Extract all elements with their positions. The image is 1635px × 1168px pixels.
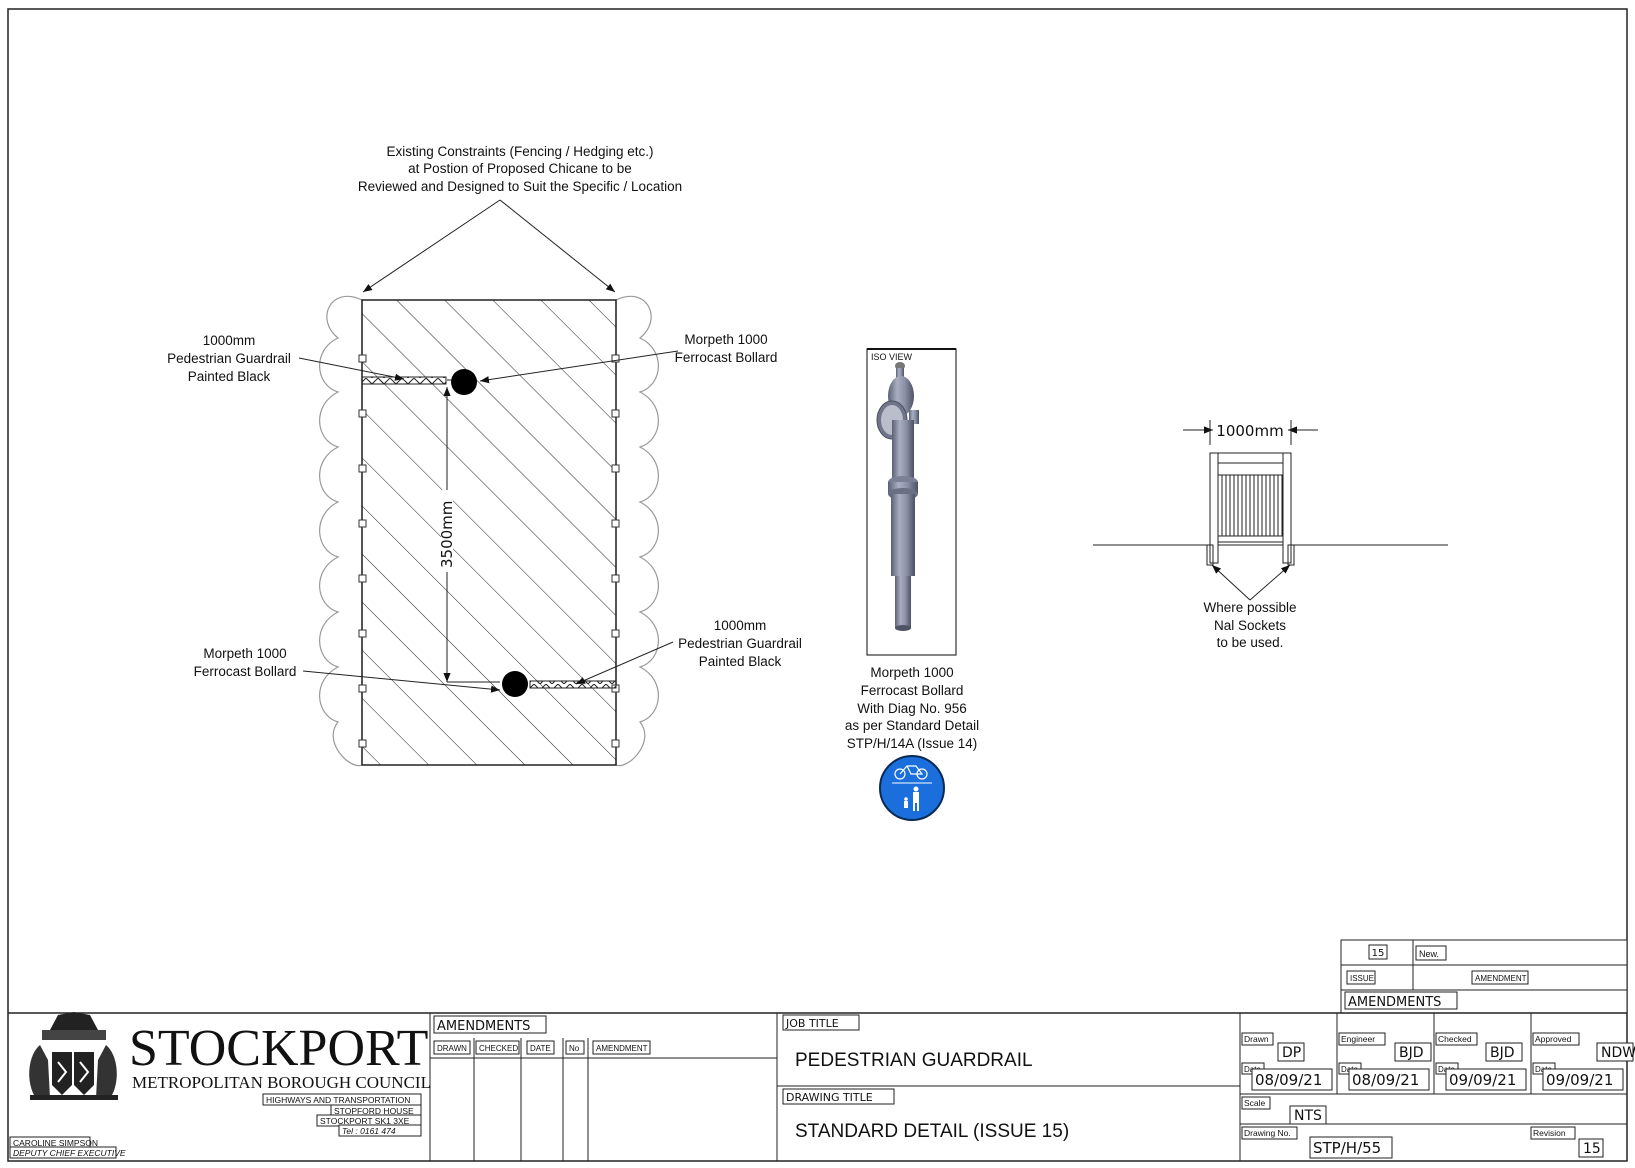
title-block: STOCKPORT METROPOLITAN BOROUGH COUNCIL H… [8, 1012, 1635, 1161]
approval-roles: DrawnDPDate08/09/21EngineerBJDDate08/09/… [1241, 1032, 1635, 1091]
guardrail-top-label-3: Painted Black [188, 369, 271, 384]
role-label: Approved [1535, 1034, 1572, 1044]
diag-956-sign-icon [879, 755, 945, 821]
role-initials: NDW [1601, 1045, 1635, 1061]
role-initials: BJD [1399, 1045, 1424, 1061]
constraints-note-line1: Existing Constraints (Fencing / Hedging … [386, 144, 653, 159]
amend-header-drawn: DRAWN [437, 1044, 467, 1053]
role-date: 08/09/21 [1255, 1071, 1322, 1089]
role-label-box [1338, 1032, 1386, 1046]
role-date-box [1542, 1068, 1624, 1091]
elevation-width-label: 1000mm [1216, 422, 1283, 440]
dept-line-2: STOPFORD HOUSE [334, 1106, 414, 1116]
guardrail-top-label-1: 1000mm [203, 333, 256, 348]
role-initials-box [1485, 1042, 1523, 1062]
job-title-label: JOB TITLE [785, 1017, 839, 1030]
guardrail-elevation-frame [1209, 452, 1292, 464]
role-label: Drawn [1244, 1034, 1269, 1044]
bollard-caption-5: STP/H/14A (Issue 14) [847, 736, 978, 751]
bollard-caption-1: Morpeth 1000 [870, 665, 953, 680]
scale-label: Scale [1244, 1098, 1266, 1108]
hedge-left [319, 295, 363, 767]
guardrail-bottom [529, 680, 617, 689]
iso-view-label: ISO VIEW [871, 352, 913, 362]
role-initials-box [1394, 1042, 1432, 1062]
sockets-note-1: Where possible [1203, 600, 1296, 615]
drawing-no-label: Drawing No. [1244, 1128, 1291, 1138]
drawing-title: STANDARD DETAIL (ISSUE 15) [795, 1121, 1069, 1142]
bollard-bottom [502, 671, 528, 697]
officer-role: DEPUTY CHIEF EXECUTIVE [13, 1148, 126, 1158]
dept-line-4: Tel : 0161 474 [342, 1126, 396, 1136]
job-title: PEDESTRIAN GUARDRAIL [795, 1050, 1033, 1071]
amend-header-checked: CHECKED [479, 1044, 518, 1053]
guardrail-bottom-label-2: Pedestrian Guardrail [678, 636, 802, 651]
role-label-box [1532, 1032, 1580, 1046]
role-initials: BJD [1490, 1045, 1515, 1061]
role-date-box [1348, 1068, 1430, 1091]
amend-header-no: No [569, 1044, 580, 1053]
bollard-caption-2: Ferrocast Bollard [861, 683, 964, 698]
scale-value: NTS [1294, 1108, 1322, 1124]
role-label: Engineer [1341, 1034, 1375, 1044]
constraints-note-line2: at Postion of Proposed Chicane to be [408, 161, 632, 176]
bollard-caption-3: With Diag No. 956 [857, 701, 967, 716]
role-label: Checked [1438, 1034, 1472, 1044]
amendment-header: AMENDMENT [1475, 974, 1527, 983]
sockets-note-2: Nal Sockets [1214, 618, 1286, 633]
issue-text: New. [1419, 949, 1439, 959]
role-initials: DP [1282, 1045, 1301, 1061]
issue-amendments-box: 15 New. ISSUE AMENDMENT AMENDMENTS [1340, 939, 1628, 1014]
amendments-title: AMENDMENTS [437, 1019, 530, 1034]
hedge-right [615, 295, 659, 767]
sheet-border [7, 8, 1628, 1162]
role-date-box [1251, 1068, 1333, 1091]
bollard-top [451, 369, 477, 395]
council-name: STOCKPORT [129, 1020, 428, 1077]
footway-hatch [361, 299, 617, 766]
amend-header-date: DATE [530, 1044, 551, 1053]
council-crest-icon [29, 1012, 118, 1100]
drawing-title-label: DRAWING TITLE [786, 1091, 873, 1104]
issue-number: 15 [1372, 948, 1385, 959]
amendments-box-title: AMENDMENTS [1348, 995, 1441, 1010]
dimension-gap-text: 3500mm [438, 501, 456, 568]
revision-number: 15 [1583, 1141, 1601, 1157]
fence-posts [358, 354, 620, 748]
role-date: 09/09/21 [1546, 1071, 1613, 1089]
guardrail-top-label-2: Pedestrian Guardrail [167, 351, 291, 366]
guardrail-bars [1218, 474, 1283, 536]
guardrail-top [361, 376, 447, 385]
bollard-caption-4: as per Standard Detail [845, 718, 979, 733]
issue-header: ISSUE [1350, 974, 1374, 983]
role-date: 09/09/21 [1449, 1071, 1516, 1089]
sockets-note-3: to be used. [1217, 635, 1284, 650]
iso-view: ISO VIEW Morpeth 1000 Ferrocast Bollard … [845, 348, 979, 821]
bollard-bottom-label-1: Morpeth 1000 [203, 646, 286, 661]
plan-view: 3500mm Existing Constraints (Fencing / H… [167, 144, 802, 767]
bollard-bottom-label-2: Ferrocast Bollard [194, 664, 297, 679]
council-sub: METROPOLITAN BOROUGH COUNCIL [132, 1073, 431, 1092]
amend-header-amendment: AMENDMENT [596, 1044, 648, 1053]
role-date-box [1445, 1068, 1527, 1091]
dept-line-1: HIGHWAYS AND TRANSPORTATION [266, 1095, 410, 1105]
elevation-view: 1000mm Where possible Nal Sockets to be … [1093, 420, 1448, 650]
role-initials-box [1596, 1042, 1634, 1062]
guardrail-bottom-label-1: 1000mm [714, 618, 767, 633]
role-initials-box [1277, 1042, 1305, 1062]
role-label-box [1241, 1032, 1274, 1046]
role-label-box [1435, 1032, 1478, 1046]
officer-name: CAROLINE SIMPSON [13, 1138, 98, 1148]
bollard-top-label-2: Ferrocast Bollard [675, 350, 778, 365]
revision-label: Revision [1533, 1128, 1566, 1138]
constraints-note-line3: Reviewed and Designed to Suit the Specif… [358, 179, 682, 194]
dept-line-3: STOCKPORT SK1 3XE [320, 1116, 410, 1126]
guardrail-bottom-label-3: Painted Black [699, 654, 782, 669]
role-date: 08/09/21 [1352, 1071, 1419, 1089]
bollard-iso-illustration [876, 362, 919, 631]
drawing-number: STP/H/55 [1313, 1139, 1381, 1157]
bollard-top-label-1: Morpeth 1000 [684, 332, 767, 347]
